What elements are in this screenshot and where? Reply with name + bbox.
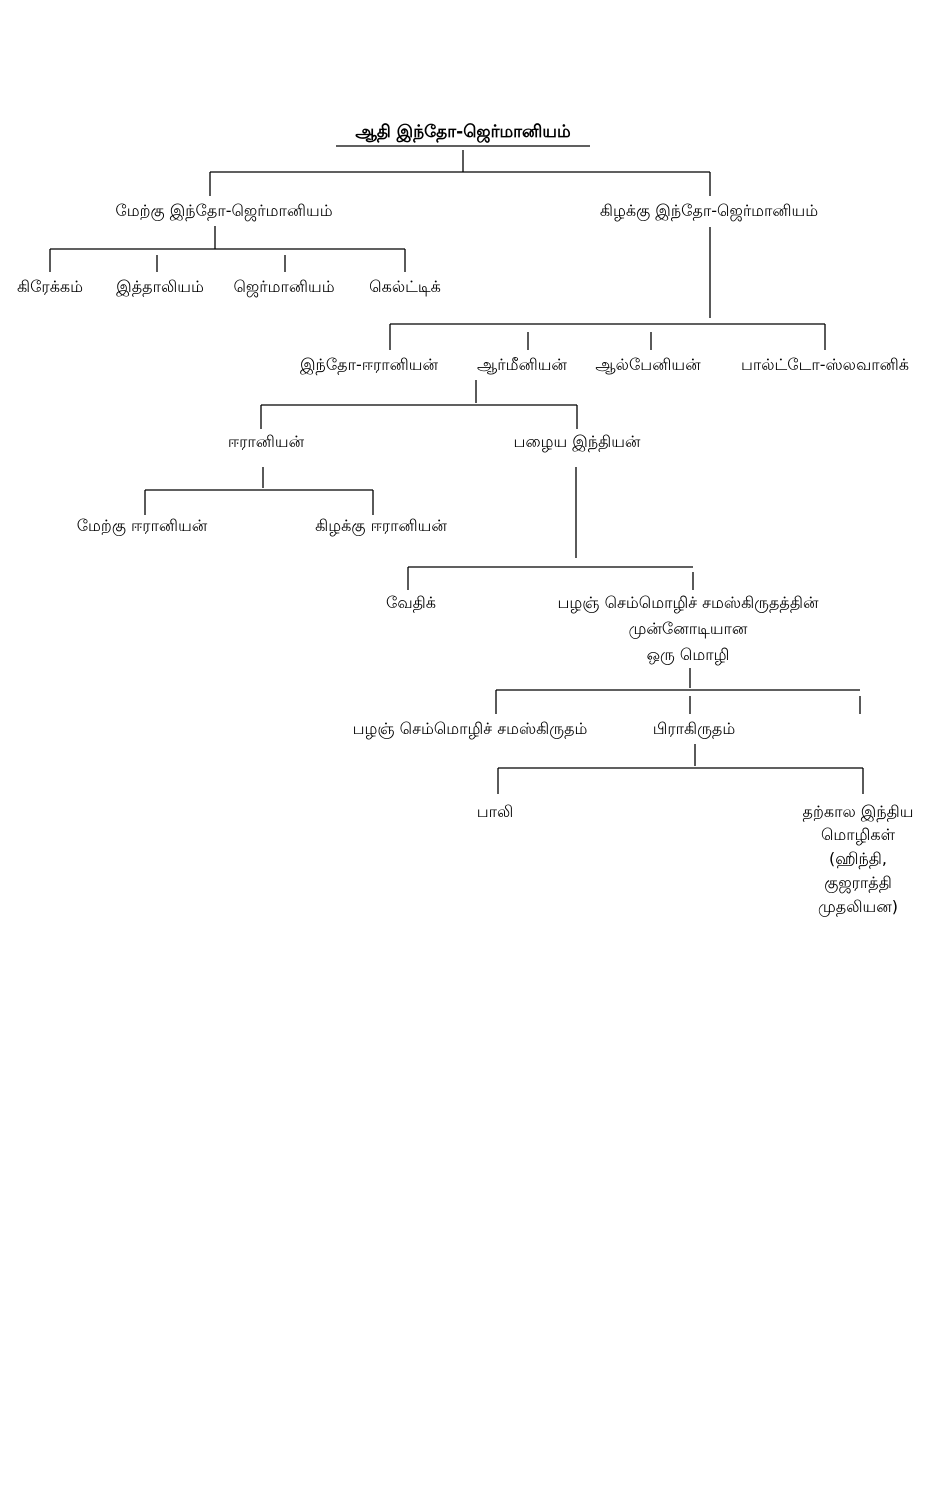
west-child-celtic: கெல்ட்டிக் xyxy=(369,277,441,296)
iranian-node: ஈரானியன் xyxy=(228,432,305,451)
vedic-node: வேதிக் xyxy=(386,593,436,612)
west-iranian-node: மேற்கு ஈரானியன் xyxy=(77,516,208,536)
tree-connectors xyxy=(49,145,864,794)
east-child-armenian: ஆர்மீனியன் xyxy=(477,355,567,374)
prakrit-node: பிராகிருதம் xyxy=(653,719,735,739)
modern-languages-line-4: குஜராத்தி xyxy=(824,873,892,893)
old-indian-node: பழைய இந்தியன் xyxy=(514,432,641,452)
ancestor-node-line-3: ஒரு மொழி xyxy=(647,645,730,665)
ancestor-node-line-1: பழஞ் செம்மொழிச் சமஸ்கிருதத்தின் xyxy=(558,593,819,613)
east-child-indo-iranian: இந்தோ-ஈரானியன் xyxy=(300,355,439,375)
east-child-albanian: ஆல்பேனியன் xyxy=(595,355,701,374)
east-branch-node: கிழக்கு இந்தோ-ஜெர்மானியம் xyxy=(600,201,818,221)
ancestor-node-line-2: முன்னோடியான xyxy=(629,619,748,639)
west-child-italic: இத்தாலியம் xyxy=(116,277,204,297)
east-child-balto-slavic: பால்ட்டோ-ஸ்லவானிக் xyxy=(741,355,909,374)
west-branch-node: மேற்கு இந்தோ-ஜெர்மானியம் xyxy=(115,201,332,221)
west-child-germanic: ஜெர்மானியம் xyxy=(233,277,334,297)
modern-languages-line-1: தற்கால இந்திய xyxy=(803,802,914,822)
modern-languages-line-3: (ஹிந்தி, xyxy=(829,849,887,868)
classical-sanskrit-node: பழஞ் செம்மொழிச் சமஸ்கிருதம் xyxy=(353,719,588,739)
east-iranian-node: கிழக்கு ஈரானியன் xyxy=(315,516,447,536)
west-child-greek: கிரேக்கம் xyxy=(17,277,83,296)
modern-languages-line-2: மொழிகள் xyxy=(821,825,896,844)
root-node: ஆதி இந்தோ-ஜெர்மானியம் xyxy=(355,122,571,144)
modern-languages-line-5: முதலியன) xyxy=(818,897,898,917)
pali-node: பாலி xyxy=(477,802,514,821)
